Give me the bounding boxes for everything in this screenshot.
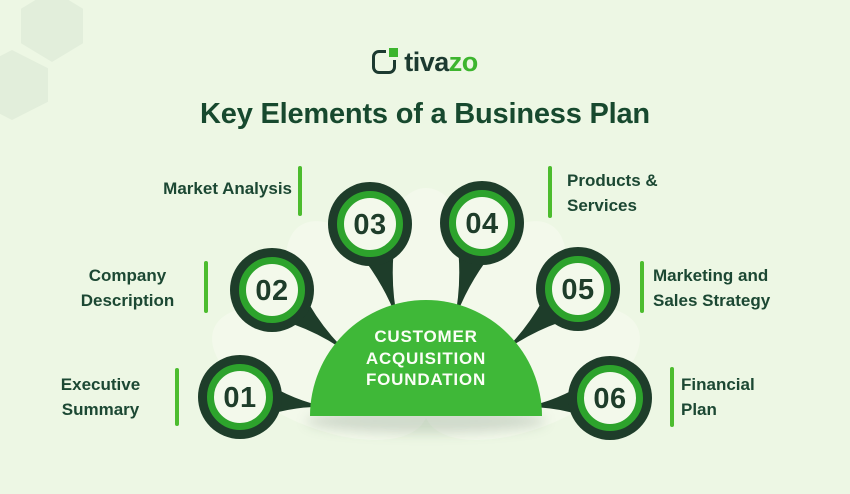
page-title: Key Elements of a Business Plan: [200, 98, 650, 130]
pin-ring: [545, 256, 611, 322]
tick-executive-summary: [175, 368, 179, 426]
center-dome: [310, 300, 542, 416]
tick-market-analysis: [298, 166, 302, 216]
pin-ring: [239, 257, 305, 323]
logo-leaf-accent: [386, 45, 402, 60]
pin-05: 05: [536, 247, 620, 331]
brand-logo: tivazo: [0, 45, 850, 78]
brand-name: tivazo: [404, 47, 478, 78]
pin-06: 06: [568, 356, 652, 440]
tick-products-services: [548, 166, 552, 218]
pin-ring: [577, 365, 643, 431]
pin-ring: [449, 190, 515, 256]
label-financial-plan: Financial Plan: [681, 375, 755, 419]
pin-number: 03: [353, 209, 386, 241]
pin-02: 02: [230, 248, 314, 332]
label-executive-summary: Executive Summary: [60, 375, 141, 419]
pin-number: 02: [255, 275, 288, 307]
tivazo-logo-icon: [372, 45, 402, 74]
logo-box-outline: [372, 50, 397, 74]
label-company-description: Company Description: [80, 266, 175, 310]
pin-03: 03: [328, 182, 412, 266]
tick-marketing-sales-strategy: [640, 261, 644, 313]
pin-number: 04: [465, 208, 498, 240]
tick-financial-plan: [670, 367, 674, 427]
pin-04: 04: [440, 181, 524, 265]
tick-company-description: [204, 261, 208, 313]
pin-number: 06: [593, 383, 626, 415]
pin-ring: [207, 364, 273, 430]
pin-ring: [337, 191, 403, 257]
brand-name-dark: tiva: [404, 46, 449, 77]
center-label: CUSTOMER ACQUISITION FOUNDATION: [365, 327, 487, 389]
label-market-analysis: Market Analysis: [163, 179, 292, 198]
pin-01: 01: [198, 355, 282, 439]
pin-number: 01: [223, 382, 256, 414]
label-products-services: Products & Services: [567, 171, 658, 215]
brand-name-accent: zo: [448, 46, 479, 77]
pin-number: 05: [561, 274, 594, 306]
label-marketing-sales-strategy: Marketing and Sales Strategy: [653, 266, 771, 310]
